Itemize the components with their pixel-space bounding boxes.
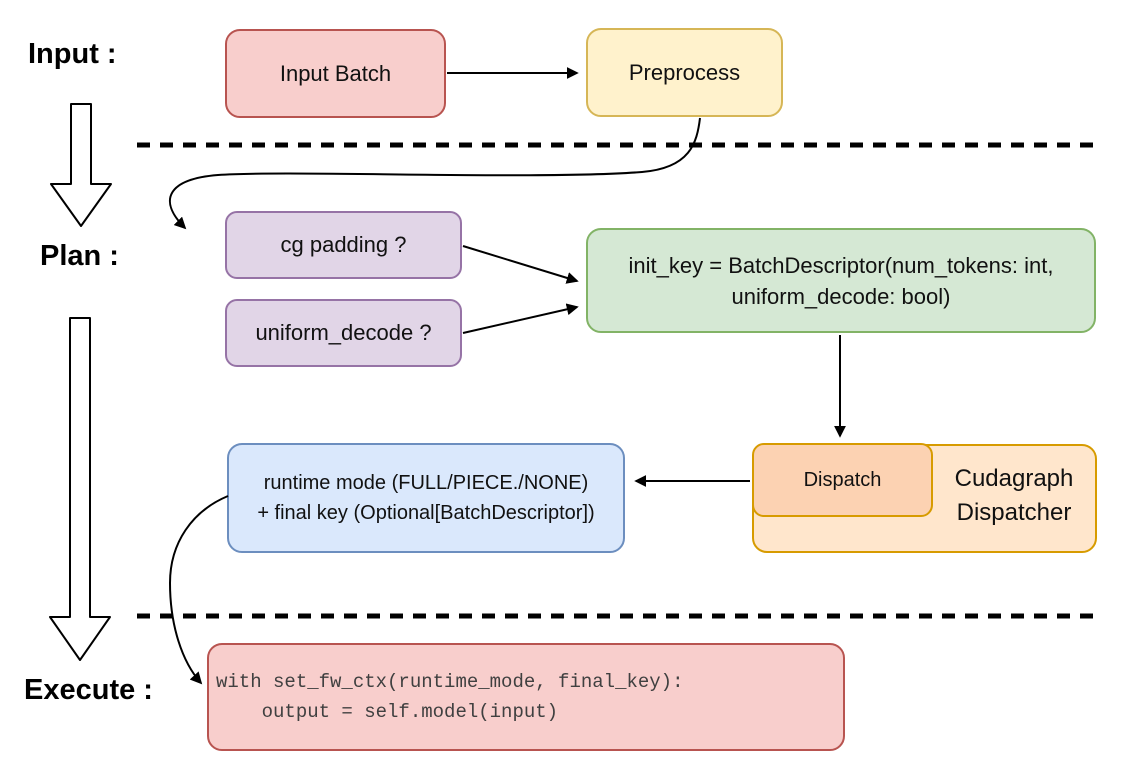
- plan-to-execute-arrow: [49, 317, 111, 661]
- arrow-cgpadding-to-initkey: [462, 245, 579, 284]
- node-preprocess-label: Preprocess: [628, 59, 741, 85]
- node-init-key: init_key = BatchDescriptor(num_tokens: i…: [586, 228, 1096, 333]
- stage-label-input: Input :: [28, 38, 117, 70]
- execute-code-line-2: output = self.model(input): [216, 701, 559, 723]
- runtime-mode-line-2: + final key (Optional[BatchDescriptor]): [257, 502, 595, 524]
- node-preprocess: Preprocess: [586, 28, 783, 117]
- node-input-batch-label: Input Batch: [279, 60, 392, 86]
- node-cg-padding: cg padding ?: [225, 211, 462, 279]
- input-to-plan-arrow: [50, 103, 112, 227]
- node-uniform-decode-label: uniform_decode ?: [255, 320, 432, 345]
- execute-code-line-1: with set_fw_ctx(runtime_mode, final_key)…: [216, 671, 684, 693]
- node-dispatch: Dispatch: [752, 443, 933, 517]
- node-init-key-label: init_key = BatchDescriptor(num_tokens: i…: [628, 252, 1054, 309]
- node-cg-padding-label: cg padding ?: [280, 232, 407, 257]
- stage-label-execute: Execute :: [24, 674, 153, 706]
- cudagraph-dispatcher-label: Cudagraph Dispatcher: [954, 465, 1074, 526]
- node-uniform-decode: uniform_decode ?: [225, 299, 462, 367]
- arrow-uniformdecode-to-initkey: [462, 303, 579, 334]
- node-input-batch: Input Batch: [225, 29, 446, 118]
- node-execute-code: with set_fw_ctx(runtime_mode, final_key)…: [207, 643, 845, 751]
- runtime-mode-line-1: runtime mode (FULL/PIECE./NONE): [263, 472, 589, 494]
- stage-label-plan: Plan :: [40, 240, 119, 272]
- node-dispatch-label: Dispatch: [803, 468, 882, 491]
- node-runtime-mode: runtime mode (FULL/PIECE./NONE) + final …: [227, 443, 625, 553]
